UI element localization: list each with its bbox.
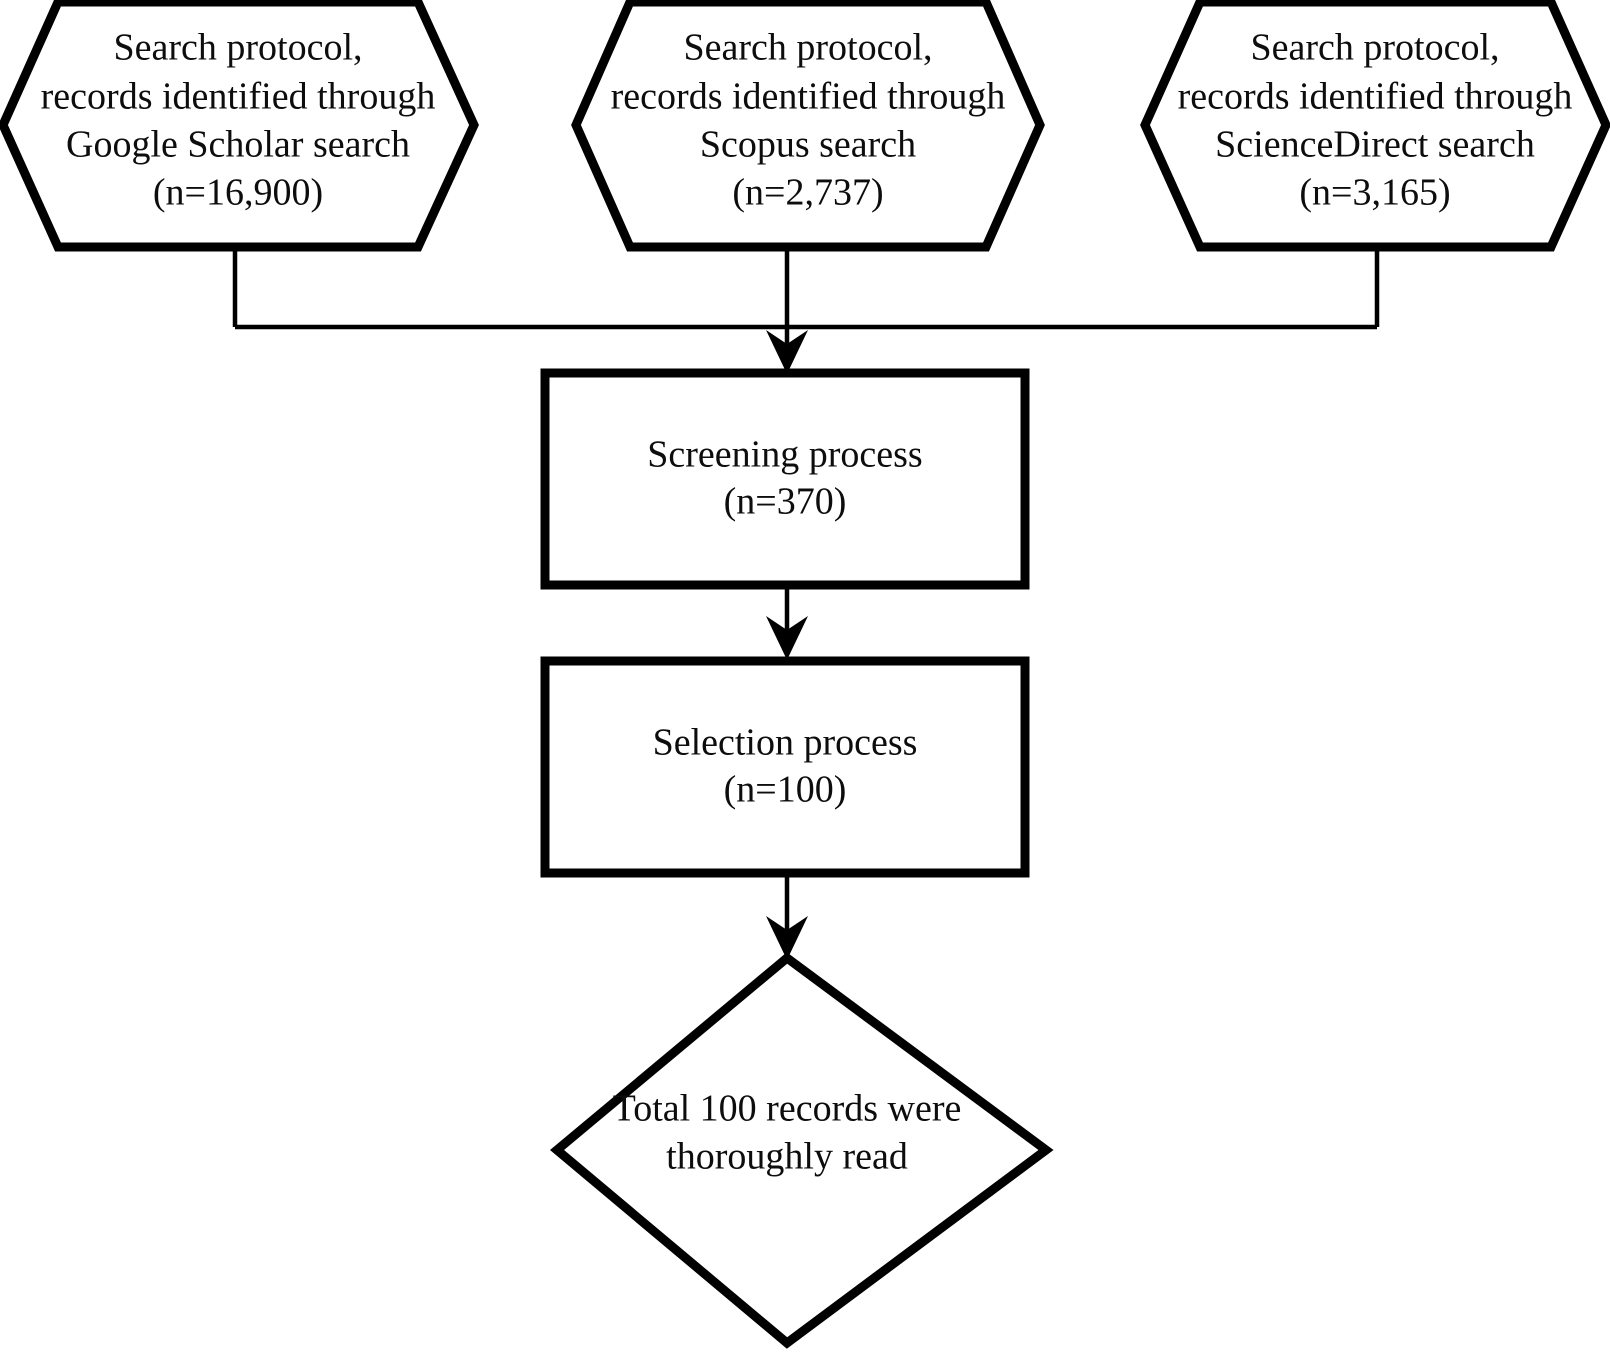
arrow-head-to-selection	[766, 616, 808, 660]
node-google-scholar-line-1: Search protocol,	[113, 27, 362, 69]
rect-shape-screening	[540, 368, 1030, 590]
node-sciencedirect-line-3: ScienceDirect search	[1215, 124, 1535, 166]
node-sciencedirect-line-1: Search protocol,	[1250, 27, 1499, 69]
node-selection-label: Selection process	[653, 722, 918, 764]
node-google-scholar-line-2: records identified through	[41, 76, 436, 118]
node-selection-process[interactable]: Selection process (n=100)	[540, 656, 1030, 878]
hexagon-shape-google-scholar	[0, 0, 479, 252]
node-sciencedirect[interactable]: Search protocol, records identified thro…	[1140, 0, 1610, 252]
node-screening-label: Screening process	[647, 434, 922, 476]
node-scopus-line-2: records identified through	[611, 76, 1006, 118]
hexagon-shape-sciencedirect	[1140, 0, 1610, 252]
node-screening-count: (n=370)	[724, 481, 847, 523]
node-outcome-line-2: thoroughly read	[666, 1136, 908, 1178]
node-sciencedirect-line-2: records identified through	[1178, 76, 1573, 118]
diamond-shape-outcome	[549, 952, 1054, 1349]
node-sciencedirect-count: (n=3,165)	[1299, 172, 1450, 214]
node-google-scholar[interactable]: Search protocol, records identified thro…	[0, 0, 479, 252]
node-scopus-line-3: Scopus search	[700, 124, 916, 166]
node-google-scholar-line-3: Google Scholar search	[66, 124, 410, 166]
connector-screening-to-selection	[766, 585, 808, 660]
connector-sources-to-screening	[232, 247, 1380, 374]
node-total-records-read[interactable]: Total 100 records were thoroughly read	[549, 952, 1054, 1349]
connector-selection-to-outcome	[766, 873, 808, 960]
node-outcome-line-1: Total 100 records were	[613, 1088, 962, 1130]
node-google-scholar-count: (n=16,900)	[153, 172, 323, 214]
rect-shape-selection	[540, 656, 1030, 878]
node-screening-process[interactable]: Screening process (n=370)	[540, 368, 1030, 590]
node-scopus-line-1: Search protocol,	[683, 27, 932, 69]
node-selection-count: (n=100)	[724, 769, 847, 811]
arrow-head-to-screening	[766, 330, 808, 374]
arrow-head-to-outcome	[766, 916, 808, 960]
node-scopus-count: (n=2,737)	[732, 172, 883, 214]
hexagon-shape-scopus	[571, 0, 1045, 252]
node-scopus[interactable]: Search protocol, records identified thro…	[571, 0, 1045, 252]
